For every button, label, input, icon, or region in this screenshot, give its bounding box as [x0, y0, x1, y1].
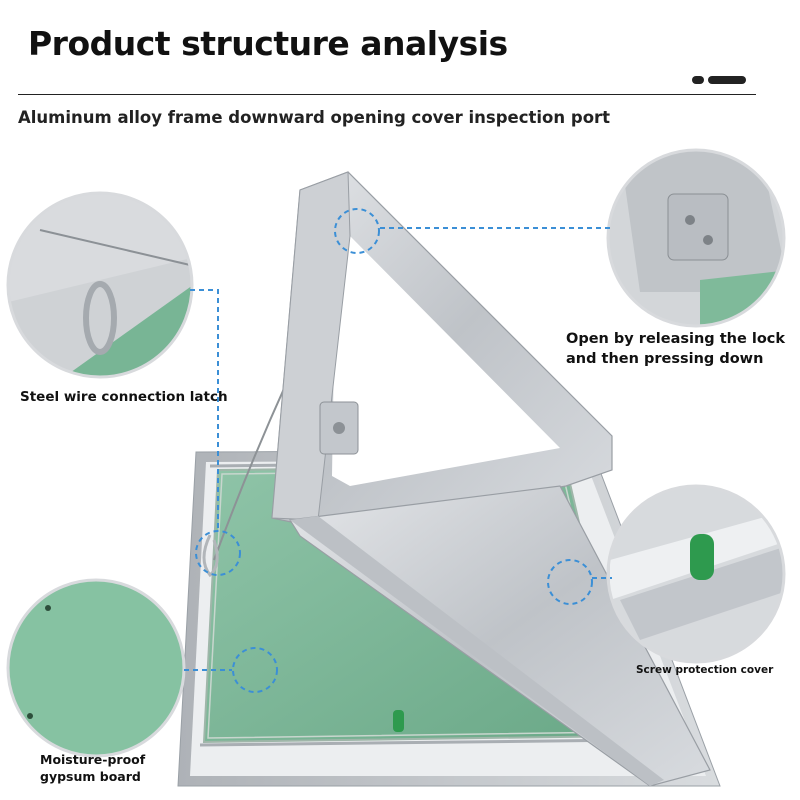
callout-markers — [184, 208, 612, 693]
marker-screw — [547, 559, 593, 605]
detail-circle-lock — [606, 148, 786, 328]
screw-cover-label: Screw protection cover — [636, 664, 774, 676]
marker-wire — [195, 530, 241, 576]
lock-label-line-2: and then pressing down — [566, 350, 764, 367]
detail-screw-cover — [608, 486, 784, 662]
marker-gypsum — [232, 647, 278, 693]
page-title: Product structure analysis — [28, 24, 508, 63]
detail-circle-wire — [6, 191, 194, 379]
header-divider — [18, 94, 756, 95]
gypsum-label-line-2: gypsum board — [40, 768, 141, 784]
gypsum-label: Moisture-proof gypsum board — [40, 752, 145, 786]
detail-lock — [608, 150, 784, 326]
detail-circle-screw — [606, 484, 786, 664]
lock-label-line-1: Open by releasing the lock — [566, 331, 786, 347]
steel-wire-label: Steel wire connection latch — [20, 389, 228, 405]
detail-gypsum — [8, 580, 184, 756]
decorative-dot — [692, 76, 704, 84]
marker-lock — [334, 208, 380, 254]
detail-wire-latch — [8, 193, 192, 377]
decorative-dash — [708, 76, 746, 84]
wire-hook — [202, 534, 219, 578]
lock-label: Open by releasing the lock and then pres… — [566, 330, 785, 369]
lock-bolt — [333, 422, 345, 434]
product-subtitle: Aluminum alloy frame downward opening co… — [18, 108, 611, 127]
gypsum-label-line-1: Moisture-proof — [40, 752, 146, 767]
leader-wire — [190, 289, 219, 530]
screw-cap-bottom — [393, 710, 404, 732]
detail-circle-gypsum — [6, 578, 186, 758]
